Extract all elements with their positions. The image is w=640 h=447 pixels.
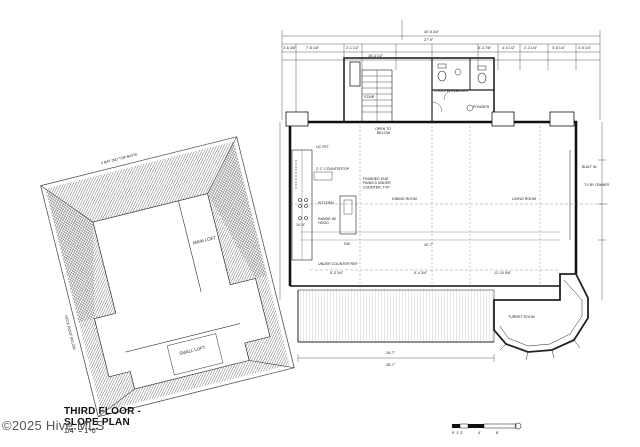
tv-by-owner-label: TV BY OWNER [584, 183, 609, 187]
dim-top-1: 3'-6 3/8" [283, 46, 297, 50]
roof-outer-edge [40, 136, 295, 418]
scale-bar [452, 422, 522, 430]
hip-line [249, 360, 295, 369]
scale-label-0: 0' 1' 2' [452, 430, 464, 435]
roof-plan: MAIN LOFT SMALL LOFT 2 BAY (NO TOP BAYS)… [40, 136, 295, 418]
plan-title-block: THIRD FLOOR - SLOPE PLAN 1/4" = 1'-0" [64, 406, 184, 436]
roof-hip-left [45, 188, 95, 323]
deck [297, 289, 495, 343]
scale-label-8: 8' [496, 430, 499, 435]
dim-stair-top: 18'-3 1/2" [368, 54, 384, 58]
plan-scale: 1/4" = 1'-0" [64, 428, 99, 435]
small-loft-label: SMALL LOFT [179, 345, 206, 356]
dim-bottom: 38'-7" [386, 363, 396, 367]
kitchen-label: KITCHEN [318, 201, 334, 205]
counter-label: 2'-1" COUNTERTOP [316, 167, 350, 171]
hip-line [98, 388, 135, 417]
under-counter-label: UNDER COUNTER REF [318, 262, 359, 266]
dw-label: DW [344, 242, 351, 246]
turret-room-label: TURRET ROOM [508, 315, 535, 319]
roof-hip-right [207, 141, 268, 279]
roof-edge-label-top: 2 BAY (NO TOP BAYS) [101, 152, 138, 165]
main-loft-label: MAIN LOFT [192, 235, 216, 246]
dim-kitchen-w: 10'-6" [296, 223, 306, 227]
scale-label-4: 4' [478, 430, 481, 435]
dim-top-7: 3'-5 1/4" [552, 46, 566, 50]
loft-partition [125, 323, 241, 353]
dim-living-run: 12'-10 5/8" [494, 271, 512, 275]
floor-plan: 40'-5 3/4" 27'-9" 3'-6 3/8" 7'-8 1/8" 2'… [279, 20, 609, 367]
dim-top-4: 5'-3 7/8" [478, 46, 492, 50]
top-dimension-lines [281, 20, 601, 120]
dim-overall-top: 40'-5 3/4" [424, 30, 440, 34]
dim-dining-w: 40'-7" [424, 243, 434, 247]
dim-top-6: 2'-3 1/4" [524, 46, 538, 50]
powder-2-label: POWDER [473, 105, 490, 109]
dim-deck-w: 16'-7" [386, 351, 396, 355]
bottom-dimension [297, 354, 495, 362]
watermark: ©2025 Hive MLS [2, 418, 105, 433]
small-loft-outline [166, 333, 224, 376]
turret [493, 273, 589, 361]
uc-fet-label: UC FET [316, 145, 330, 149]
interior-reference-lines [290, 122, 608, 286]
dim-top-2: 7'-8 1/8" [306, 46, 320, 50]
hip-line [40, 185, 94, 223]
dim-dining-run: 5'-4 3/4" [414, 271, 428, 275]
dining-room-label: DINING ROOM [392, 197, 417, 201]
plan-title-line2: SLOPE PLAN [64, 417, 130, 428]
exterior-walls [285, 111, 578, 287]
built-in-label: BUILT IN [582, 165, 597, 169]
hip-line [207, 136, 237, 194]
plan-title-line1: THIRD FLOOR - [64, 406, 142, 417]
loft-partition [178, 200, 202, 293]
dim-kitchen-run: 5'-3 3/4" [330, 271, 344, 275]
dim-top-5: 4'-4 1/2" [502, 46, 516, 50]
range-hood-label: RANGE W/HOOD [318, 217, 336, 225]
dim-top-8: 3'-5 1/4" [578, 46, 592, 50]
kitchen-cabinets [291, 149, 357, 261]
living-room-label: LIVING ROOM [512, 197, 536, 201]
dim-sub-top: 27'-9" [424, 38, 434, 42]
powder-label: POWDER [452, 89, 469, 93]
stair-label: STAIR [364, 95, 375, 99]
upper-bumpout [343, 57, 495, 123]
right-dimension-lines [279, 122, 606, 300]
dim-top-3: 2'-1 1/2" [346, 46, 360, 50]
countertop-label: COUNTERTOP [434, 89, 460, 93]
